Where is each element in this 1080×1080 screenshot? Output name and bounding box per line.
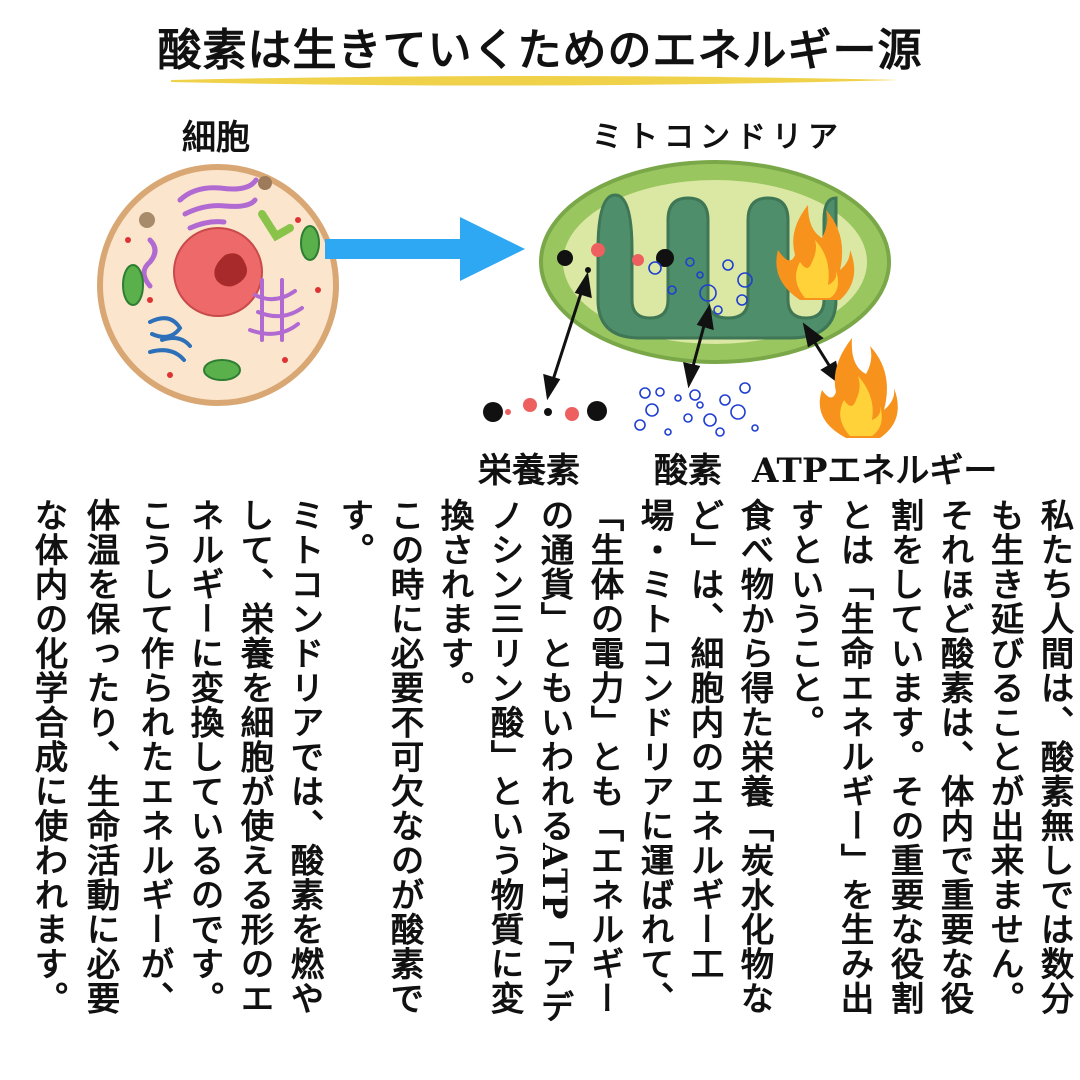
page-title: 酸素は生きていくためのエネルギー源 xyxy=(157,25,923,76)
text-column: して、栄養を細胞が使える形のエ xyxy=(235,498,274,1016)
double-arrows xyxy=(543,271,842,401)
text-column: すということ。 xyxy=(785,498,824,740)
text-column: 食べ物から得た栄養「炭水化物な xyxy=(735,498,774,1016)
text-column: ネルギーに変換しているのです。 xyxy=(185,498,224,1016)
title-underline xyxy=(171,76,899,86)
text-column: も生き延びることが出来ません。 xyxy=(985,498,1024,1016)
text-column: ノシン三リン酸」という物質に変 xyxy=(485,498,524,1016)
fire-icon xyxy=(776,205,855,300)
oxygen-label: 酸素 xyxy=(654,451,722,491)
arrow-icon xyxy=(325,217,525,281)
text-column: な体内の化学合成に使われます。 xyxy=(29,498,68,1016)
text-column: 場・ミトコンドリアに運ばれて、 xyxy=(635,498,674,1016)
text-column: 割をしています。その重要な役割 xyxy=(885,498,924,1016)
text-column: こうして作られたエネルギーが、 xyxy=(135,498,174,1016)
text-column: ミトコンドリアでは、酸素を燃や xyxy=(285,498,324,1016)
mitochondria-illustration xyxy=(539,160,891,364)
mitochondria-label: ミトコンドリア xyxy=(592,120,844,155)
text-column: の通貨」ともいわれるATP「アデ xyxy=(535,498,574,1024)
oxygen-bubbles xyxy=(634,382,759,437)
text-column: 「生体の電力」とも「エネルギー xyxy=(585,498,624,1016)
cell-label: 細胞 xyxy=(182,118,250,158)
nutrients-cluster xyxy=(483,398,607,422)
text-column: 体温を保ったり、生命活動に必要 xyxy=(81,498,120,1016)
text-column: ど」は、細胞内のエネルギー工 xyxy=(685,498,724,981)
text-column: それほど酸素は、体内で重要な役 xyxy=(935,498,974,1016)
cell-illustration xyxy=(97,164,339,406)
text-column: 換されます。 xyxy=(435,498,474,705)
text-column: とは「生命エネルギー」を生み出 xyxy=(835,498,874,1016)
atp-energy-label: ATPエネルギー xyxy=(752,451,998,491)
text-column: この時に必要不可欠なのが酸素で xyxy=(385,498,424,1016)
cell-diagram xyxy=(97,160,898,438)
nutrients-label: 栄養素 xyxy=(478,451,580,491)
text-column: 私たち人間は、酸素無しでは数分 xyxy=(1035,498,1074,1016)
text-column: す。 xyxy=(335,498,374,567)
atp-fire-icon xyxy=(819,338,898,438)
